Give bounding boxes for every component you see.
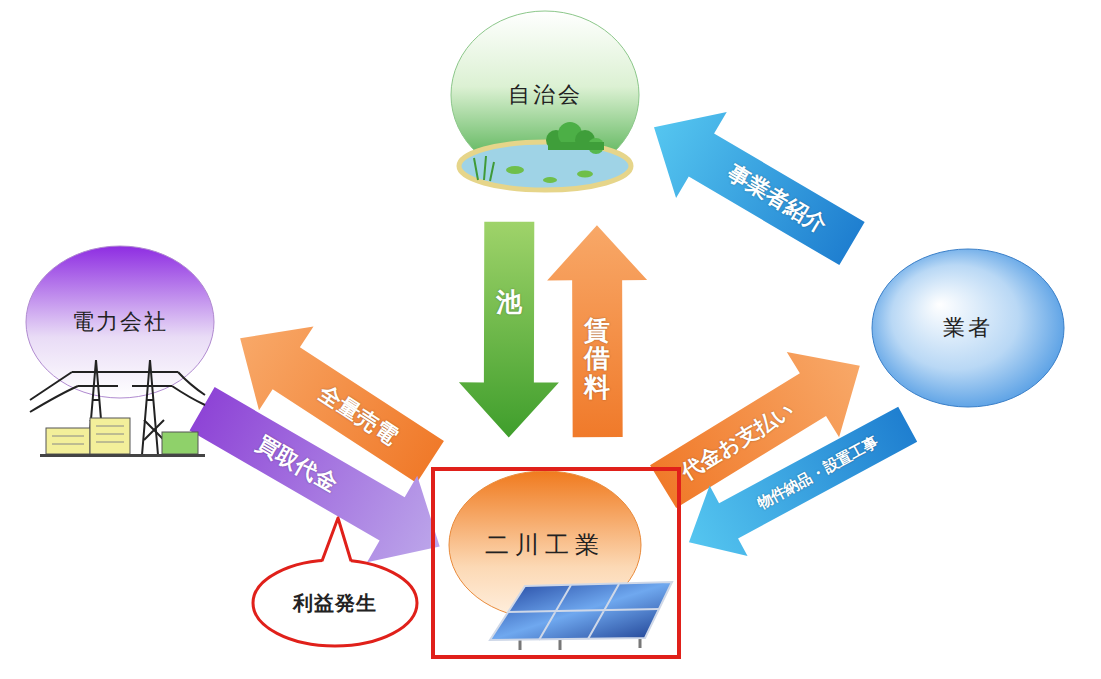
block-arrow bbox=[190, 387, 440, 562]
frame-highlight-part bbox=[433, 469, 679, 657]
arrow-label: 賃借料 bbox=[584, 316, 610, 402]
pond-illustration-part bbox=[506, 166, 524, 174]
factory-illustration-part bbox=[46, 428, 90, 454]
arrow-label: 池 bbox=[496, 288, 522, 317]
solar-panel-illustration-part bbox=[490, 582, 672, 640]
node-label: 自治会 bbox=[508, 80, 583, 110]
node-ellipse bbox=[449, 471, 641, 619]
company-circle: 二川工業 bbox=[448, 470, 642, 620]
pond-illustration-part bbox=[577, 171, 593, 178]
arrow-label: 代金お支払い bbox=[676, 395, 800, 486]
node-ellipse bbox=[253, 560, 417, 646]
factory-illustration-part bbox=[40, 454, 205, 457]
pond-illustration-part bbox=[474, 156, 494, 181]
pond-illustration-part bbox=[459, 142, 631, 190]
pond-illustration-part bbox=[575, 130, 595, 150]
power-pylon-illustration-part bbox=[88, 360, 158, 455]
block-arrow bbox=[459, 222, 559, 438]
power-pylon-illustration-part bbox=[90, 420, 164, 440]
block-arrow bbox=[547, 225, 647, 437]
node-ellipse bbox=[872, 249, 1064, 407]
node-ellipse bbox=[451, 11, 639, 179]
callout-tail-part bbox=[322, 518, 351, 563]
node-label: 業者 bbox=[943, 313, 993, 343]
solar-panel-illustration bbox=[490, 582, 672, 650]
arrow-label: 事業者紹介 bbox=[722, 158, 832, 240]
callout-tail bbox=[322, 518, 351, 563]
arrow-label: 買取代金 bbox=[252, 429, 343, 499]
power-company-circle: 電力会社 bbox=[25, 245, 215, 399]
power-pylon-illustration bbox=[30, 360, 205, 455]
node-label: 二川工業 bbox=[485, 529, 605, 561]
node-label: 利益発生 bbox=[293, 590, 377, 617]
node-ellipse bbox=[26, 246, 214, 398]
pond-illustration-part bbox=[546, 130, 566, 150]
contractor-circle: 業者 bbox=[871, 248, 1065, 408]
factory-illustration-part bbox=[90, 418, 130, 454]
power-pylon-illustration-part bbox=[72, 372, 178, 386]
solar-panel-illustration-part bbox=[508, 584, 659, 640]
power-pylon-illustration-part bbox=[30, 372, 205, 412]
pond-illustration-part bbox=[543, 177, 557, 183]
association-circle: 自治会 bbox=[450, 10, 640, 180]
pond-illustration-part bbox=[558, 122, 582, 146]
arrow-label: 全量売電 bbox=[313, 379, 403, 452]
factory-illustration-part bbox=[162, 432, 198, 454]
callout-bubble: 利益発生 bbox=[250, 557, 420, 649]
callout-tail-part bbox=[322, 518, 351, 561]
frame-highlight bbox=[433, 469, 679, 657]
pond-illustration-part bbox=[588, 138, 604, 154]
arrow-label: 物件納品・設置工事 bbox=[754, 432, 882, 513]
block-arrow bbox=[654, 112, 865, 265]
solar-panel-illustration-part bbox=[520, 636, 640, 650]
pond-illustration bbox=[459, 122, 631, 190]
node-label: 電力会社 bbox=[72, 307, 168, 337]
pond-illustration-part bbox=[548, 142, 604, 150]
factory-illustration bbox=[40, 418, 205, 457]
factory-illustration-part bbox=[52, 426, 124, 444]
block-arrow bbox=[689, 407, 917, 556]
